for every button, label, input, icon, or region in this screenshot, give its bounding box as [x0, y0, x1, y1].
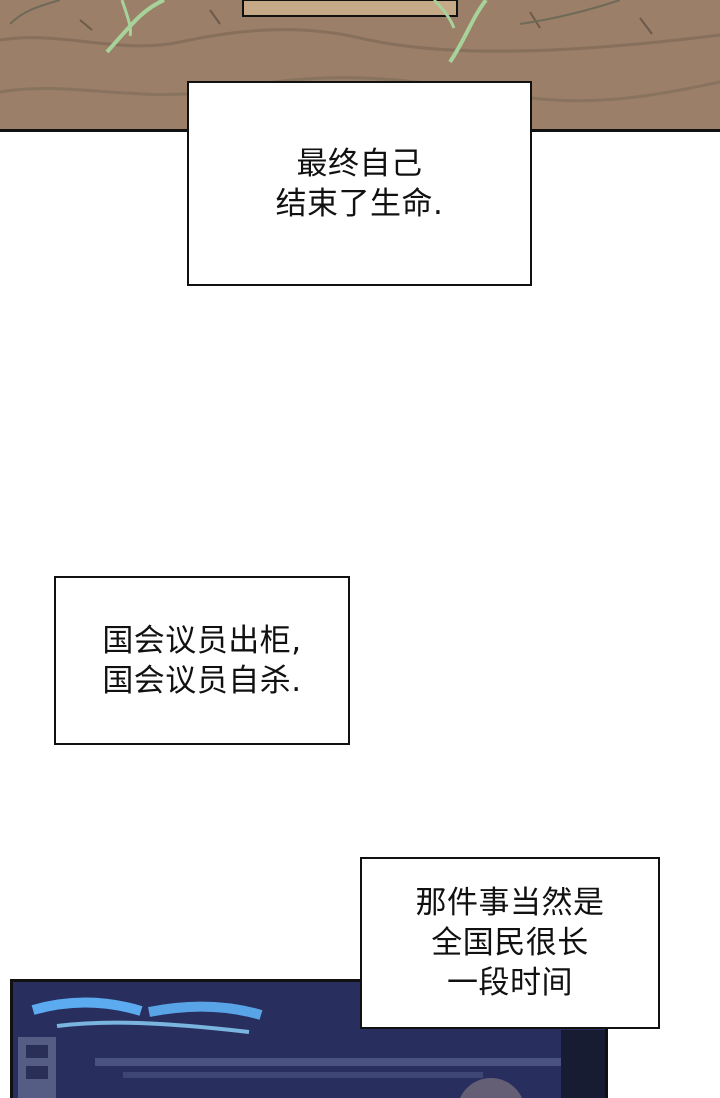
- caption-box-2: 国会议员出柜, 国会议员自杀.: [54, 576, 350, 745]
- caption-text-3: 那件事当然是 全国民很长 一段时间: [415, 885, 605, 1001]
- caption-text-1: 最终自己 结束了生命.: [275, 145, 444, 222]
- caption-box-1: 最终自己 结束了生命.: [187, 81, 532, 286]
- caption-text-2: 国会议员出柜, 国会议员自杀.: [102, 622, 302, 699]
- caption-box-3: 那件事当然是 全国民很长 一段时间: [360, 857, 660, 1029]
